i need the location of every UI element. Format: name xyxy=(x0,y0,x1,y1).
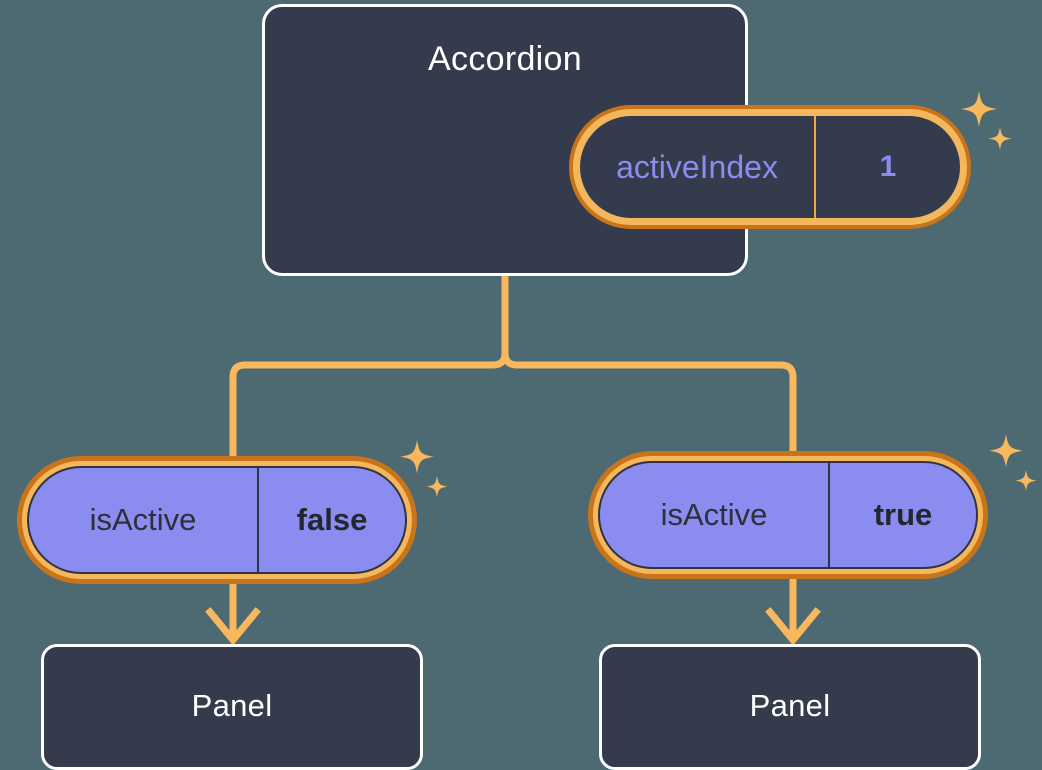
prop-name-active-index: activeIndex xyxy=(580,116,816,218)
accordion-component-card: Accordion activeIndex 1 xyxy=(262,4,1012,276)
panel-card-right: Panel xyxy=(599,644,981,770)
accordion-title: Accordion xyxy=(428,40,582,78)
connector-right-branch xyxy=(501,272,797,462)
panel-title: Panel xyxy=(749,688,831,723)
prop-badge-ring: isActive true xyxy=(593,456,983,574)
prop-badge-body: activeIndex 1 xyxy=(580,116,960,218)
connector-left-branch xyxy=(229,272,509,466)
panel-card-left: Panel xyxy=(41,644,423,770)
arrow-down-icon xyxy=(205,578,261,646)
prop-name-is-active: isActive xyxy=(600,463,830,567)
sparkle-icon xyxy=(989,434,1037,492)
prop-badge-body: isActive true xyxy=(598,461,978,569)
prop-badge-is-active-left[interactable]: isActive false xyxy=(17,456,417,584)
prop-name-is-active: isActive xyxy=(29,468,259,572)
prop-badge-active-index[interactable]: activeIndex 1 xyxy=(569,105,971,229)
arrow-down-icon xyxy=(765,574,821,646)
prop-badge-ring: activeIndex 1 xyxy=(573,109,967,225)
panel-title: Panel xyxy=(191,688,273,723)
prop-value-is-active: false xyxy=(296,502,368,537)
prop-badge-is-active-right[interactable]: isActive true xyxy=(588,451,988,579)
prop-value-is-active: true xyxy=(873,497,933,532)
prop-badge-body: isActive false xyxy=(27,466,407,574)
prop-badge-ring: isActive false xyxy=(22,461,412,579)
prop-value-active-index: 1 xyxy=(879,150,897,183)
